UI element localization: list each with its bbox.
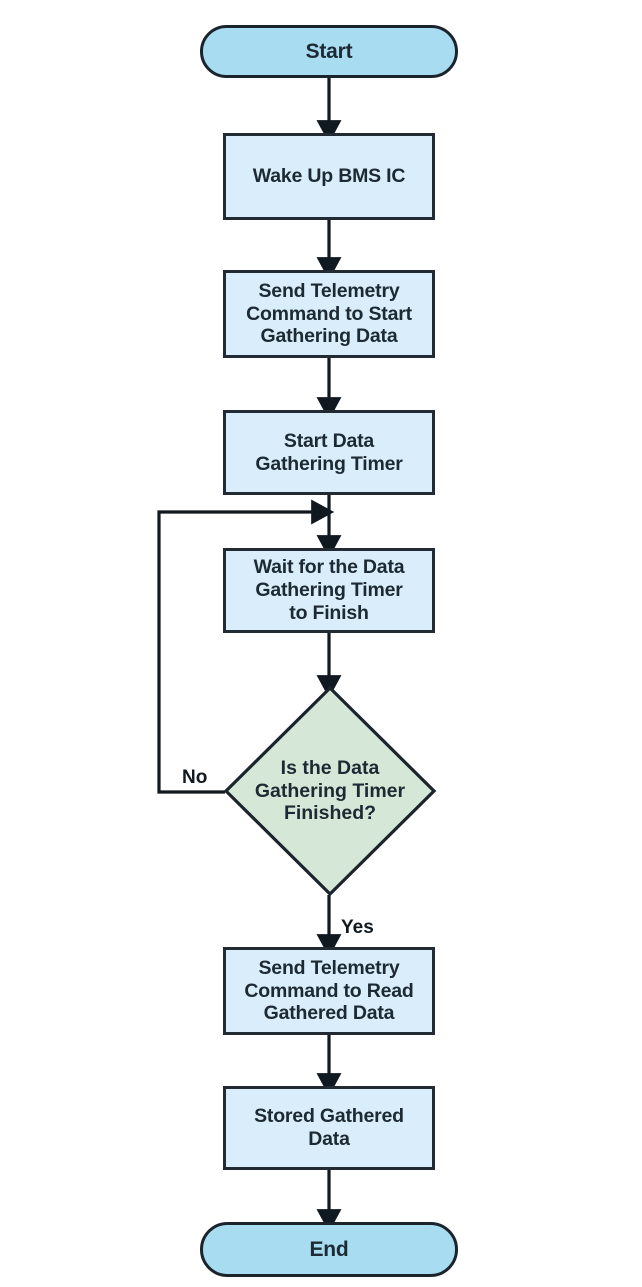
node-stored-gathered-data-label: Stored Gathered Data — [254, 1105, 404, 1150]
node-wait-for-timer[interactable]: Wait for the Data Gathering Timer to Fin… — [223, 548, 435, 633]
node-send-telemetry-command-start-label: Send Telemetry Command to Start Gatherin… — [246, 279, 412, 348]
node-send-telemetry-command-start[interactable]: Send Telemetry Command to Start Gatherin… — [223, 270, 435, 358]
node-wait-for-timer-label: Wait for the Data Gathering Timer to Fin… — [253, 556, 405, 624]
node-start-label: Start — [305, 39, 353, 63]
node-wake-up-bms-ic-label: Wake Up BMS IC — [252, 165, 406, 188]
node-end[interactable]: End — [200, 1222, 458, 1277]
node-end-label: End — [309, 1237, 349, 1261]
node-stored-gathered-data[interactable]: Stored Gathered Data — [223, 1086, 435, 1170]
node-start-data-gathering-timer-label: Start Data Gathering Timer — [255, 429, 403, 475]
node-start[interactable]: Start — [200, 25, 458, 78]
node-wake-up-bms-ic[interactable]: Wake Up BMS IC — [223, 133, 435, 220]
node-decision-timer-finished-label: Is the Data Gathering Timer Finished? — [254, 756, 406, 825]
edge-label-no: No — [182, 767, 208, 788]
node-send-telemetry-command-read[interactable]: Send Telemetry Command to Read Gathered … — [223, 947, 435, 1035]
node-start-data-gathering-timer[interactable]: Start Data Gathering Timer — [223, 410, 435, 495]
node-decision-timer-finished[interactable]: Is the Data Gathering Timer Finished? — [223, 685, 437, 897]
decision-diamond-shape — [223, 685, 437, 897]
node-send-telemetry-command-read-label: Send Telemetry Command to Read Gathered … — [244, 956, 414, 1025]
edge-label-yes: Yes — [341, 917, 374, 938]
